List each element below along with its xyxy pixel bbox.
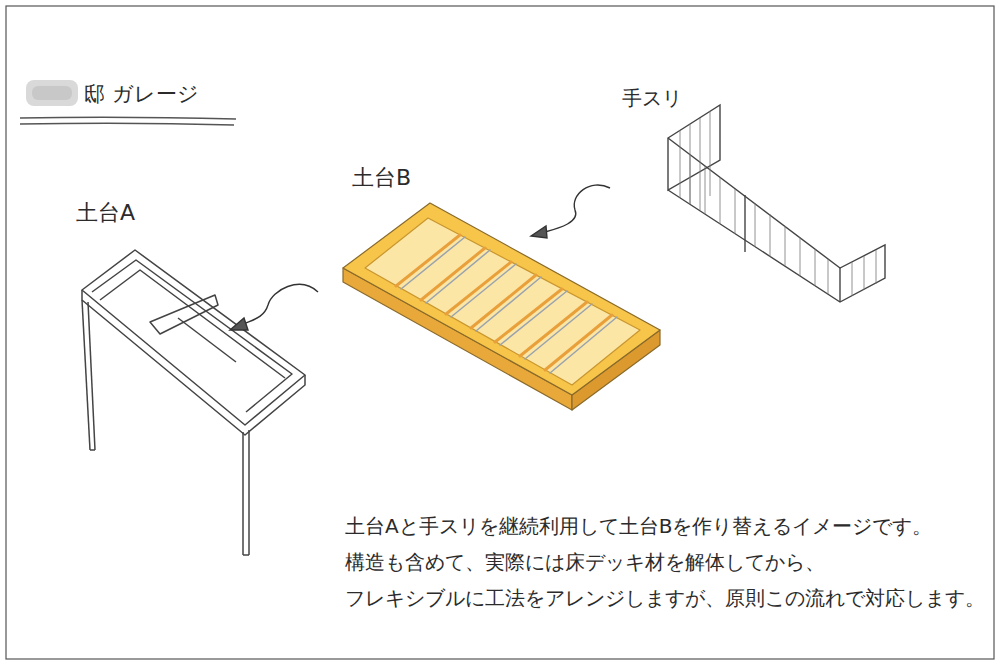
- handrail-hatching: [680, 111, 876, 296]
- part-name: 手スリ: [622, 86, 682, 110]
- handrail: [668, 105, 885, 302]
- pointer-arrow: [230, 284, 318, 330]
- pointer-arrow: [531, 185, 610, 238]
- note-line: 土台Aと手スリを継続利用して土台Bを作り替えるイメージです。: [345, 514, 932, 538]
- note-line: 構造も含めて、実際には床デッキ材を解体してから、: [345, 550, 825, 574]
- part-name: 土台A: [76, 200, 135, 226]
- base-a-frame: [82, 250, 305, 555]
- page-border: [6, 6, 994, 659]
- sheet-title: 邸 ガレージ: [84, 82, 199, 107]
- part-name: 土台B: [352, 165, 411, 191]
- note-line: フレキシブルに工法をアレンジしますが、原則この流れで対応します。: [345, 586, 985, 610]
- blurred-name: [26, 80, 78, 106]
- title-underline: [20, 117, 236, 125]
- base-b-deck: [343, 203, 660, 410]
- deck-slats: [396, 235, 617, 373]
